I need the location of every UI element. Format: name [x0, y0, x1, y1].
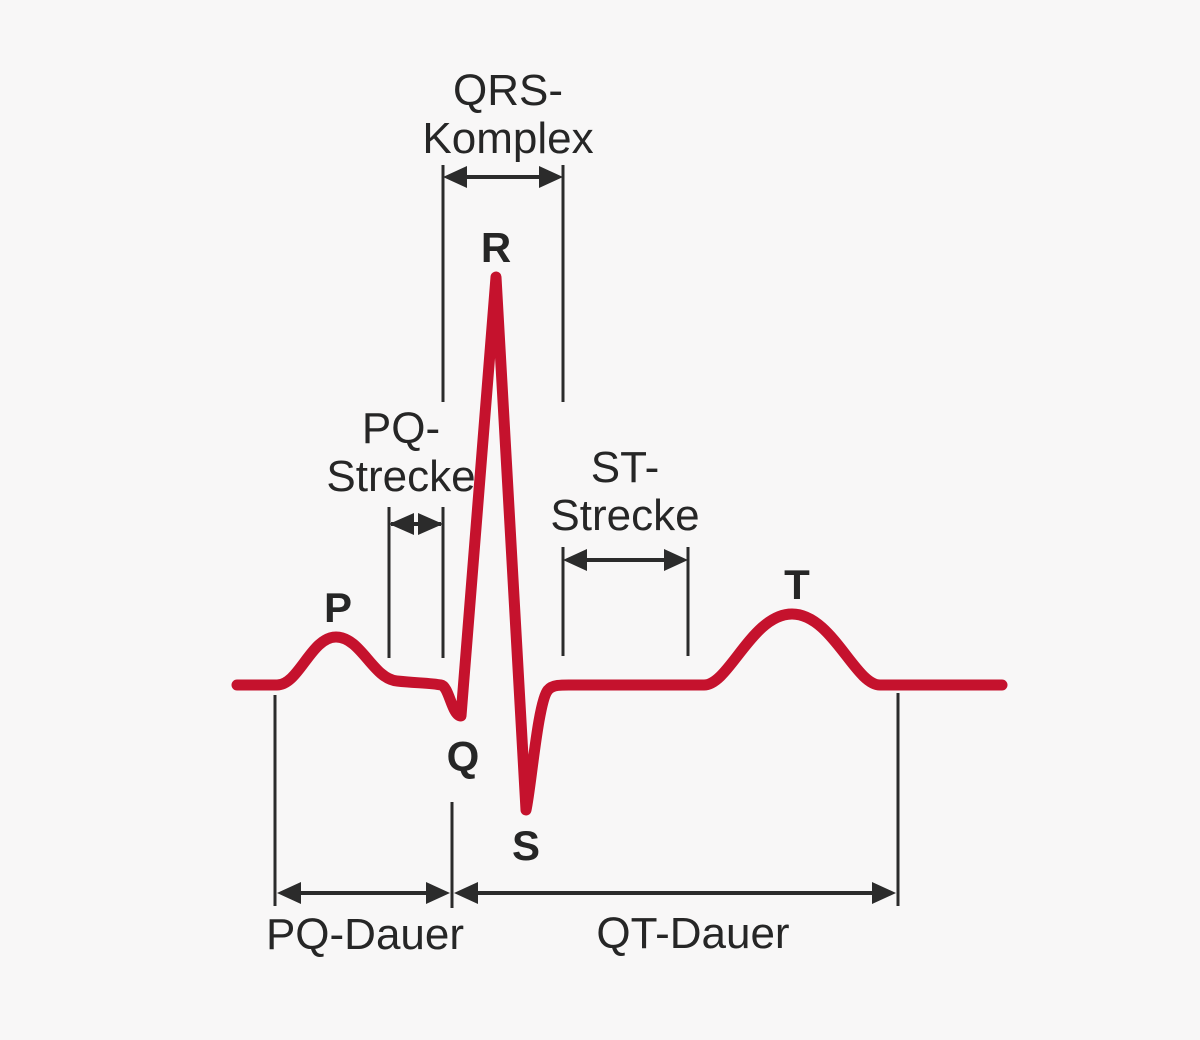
pq-segment-arrow-right-head: [418, 513, 443, 535]
guide-lines: [273, 165, 900, 908]
pq-duration-arrow-right-head: [426, 882, 450, 904]
qt-duration-arrow: [454, 882, 896, 904]
st-segment-arrow-right-head: [664, 549, 688, 571]
qt-duration-label: QT-Dauer: [596, 909, 789, 958]
qrs-arrow-left-head: [443, 166, 467, 188]
p-wave-label: P: [324, 584, 352, 631]
st-segment-label-line1: ST-: [591, 443, 659, 492]
pq-segment-label-line2: Strecke: [326, 452, 475, 501]
pq-segment-label-line1: PQ-: [362, 404, 440, 453]
r-wave-label: R: [481, 224, 511, 271]
q-wave-label: Q: [447, 733, 480, 780]
pq-segment-arrow: [389, 513, 443, 535]
qrs-arrow-right-head: [539, 166, 563, 188]
st-segment-arrow: [563, 549, 688, 571]
qrs-complex-label-line2: Komplex: [422, 114, 593, 163]
st-segment-label: ST- Strecke: [550, 443, 699, 540]
st-segment-arrow-left-head: [563, 549, 587, 571]
t-wave-label: T: [784, 561, 810, 608]
qrs-complex-label: QRS- Komplex: [422, 66, 593, 163]
pq-segment-arrow-left-head: [389, 513, 414, 535]
qt-duration-arrow-right-head: [872, 882, 896, 904]
pq-duration-arrow-left-head: [277, 882, 301, 904]
qt-duration-arrow-left-head: [454, 882, 478, 904]
pq-segment-label: PQ- Strecke: [326, 404, 475, 501]
s-wave-label: S: [512, 822, 540, 869]
st-segment-label-line2: Strecke: [550, 491, 699, 540]
ecg-trace: [231, 271, 1008, 816]
pq-duration-arrow: [277, 882, 450, 904]
pq-duration-label: PQ-Dauer: [266, 910, 464, 959]
qrs-extent-arrow: [443, 166, 563, 188]
qrs-complex-label-line1: QRS-: [453, 66, 563, 115]
